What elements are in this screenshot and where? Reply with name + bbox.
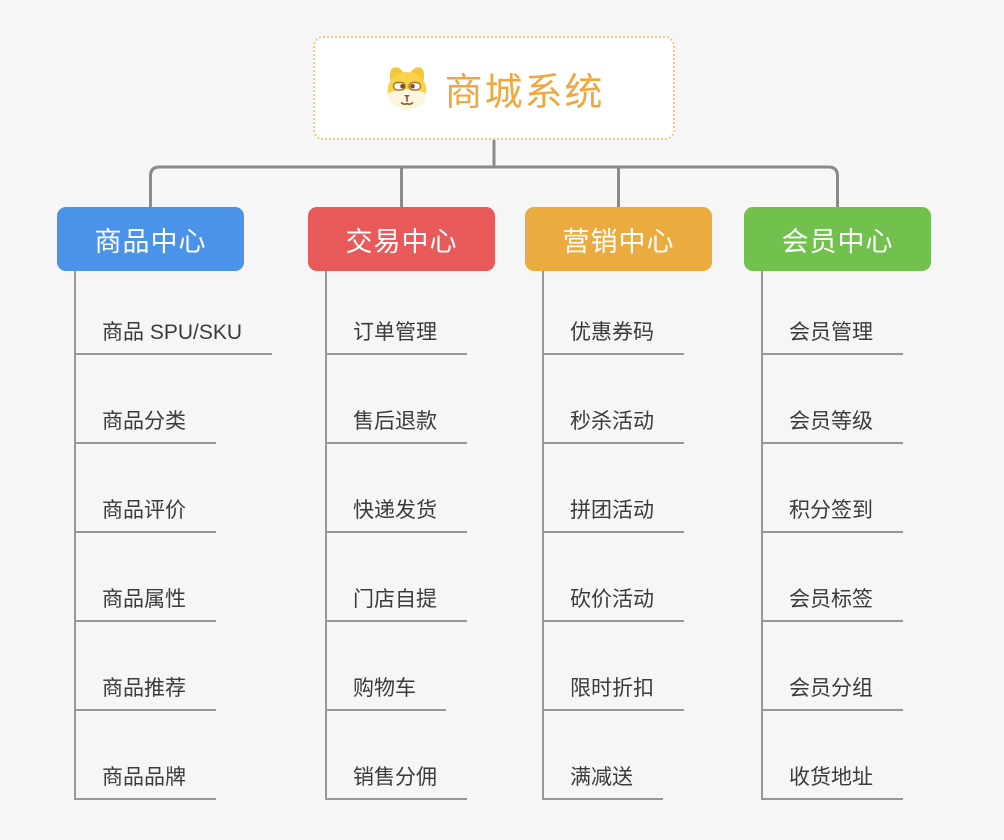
branch-label: 商品中心 <box>94 226 207 257</box>
branch-children-product-center: 商品 SPU/SKU 商品分类 商品评价 商品属性 商品推荐 商品品牌 <box>74 271 273 800</box>
leaf-topic[interactable]: 购物车 <box>325 672 446 711</box>
leaf-topic[interactable]: 会员标签 <box>761 583 903 622</box>
leaf-row: 收货地址 <box>761 711 903 800</box>
leaf-topic[interactable]: 收货地址 <box>761 761 903 800</box>
root-topic-title: 商城系统 <box>444 71 605 114</box>
leaf-row: 砍价活动 <box>542 533 684 622</box>
leaf-row: 销售分佣 <box>325 711 467 800</box>
leaf-topic[interactable]: 会员管理 <box>761 316 903 355</box>
leaf-row: 商品品牌 <box>74 711 216 800</box>
leaf-row: 优惠券码 <box>542 271 684 355</box>
leaf-topic[interactable]: 会员等级 <box>761 405 903 444</box>
leaf-row: 快递发货 <box>325 444 467 533</box>
branch-label: 交易中心 <box>345 226 458 257</box>
leaf-row: 秒杀活动 <box>542 355 684 444</box>
leaf-row: 商品分类 <box>74 355 216 444</box>
leaf-topic[interactable]: 订单管理 <box>325 316 467 355</box>
leaf-topic[interactable]: 快递发货 <box>325 494 467 533</box>
leaf-topic[interactable]: 商品品牌 <box>74 761 216 800</box>
leaf-row: 购物车 <box>325 622 446 711</box>
leaf-row: 商品 SPU/SKU <box>74 271 273 355</box>
root-topic[interactable]: 商城系统 <box>313 36 675 140</box>
leaf-row: 会员等级 <box>761 355 903 444</box>
leaf-row: 订单管理 <box>325 271 467 355</box>
leaf-topic[interactable]: 拼团活动 <box>542 494 684 533</box>
branch-children-trade-center: 订单管理 售后退款 快递发货 门店自提 购物车 销售分佣 <box>325 271 467 800</box>
leaf-topic[interactable]: 秒杀活动 <box>542 405 684 444</box>
leaf-topic[interactable]: 售后退款 <box>325 405 467 444</box>
leaf-row: 会员管理 <box>761 271 903 355</box>
leaf-topic[interactable]: 砍价活动 <box>542 583 684 622</box>
dog-face-icon <box>387 67 427 109</box>
branch-children-member-center: 会员管理 会员等级 积分签到 会员标签 会员分组 收货地址 <box>761 271 903 800</box>
leaf-topic[interactable]: 会员分组 <box>761 672 903 711</box>
leaf-topic[interactable]: 商品评价 <box>74 494 216 533</box>
leaf-row: 积分签到 <box>761 444 903 533</box>
leaf-row: 拼团活动 <box>542 444 684 533</box>
leaf-row: 商品属性 <box>74 533 216 622</box>
leaf-topic[interactable]: 商品属性 <box>74 583 216 622</box>
branch-bus-connector <box>149 165 839 212</box>
branch-header-product-center[interactable]: 商品中心 <box>57 207 244 271</box>
leaf-row: 满减送 <box>542 711 663 800</box>
leaf-row: 会员标签 <box>761 533 903 622</box>
branch-header-marketing-center[interactable]: 营销中心 <box>525 207 712 271</box>
leaf-row: 会员分组 <box>761 622 903 711</box>
leaf-row: 商品推荐 <box>74 622 216 711</box>
branch-header-member-center[interactable]: 会员中心 <box>744 207 931 271</box>
leaf-topic[interactable]: 商品推荐 <box>74 672 216 711</box>
leaf-topic[interactable]: 门店自提 <box>325 583 467 622</box>
leaf-topic[interactable]: 商品分类 <box>74 405 216 444</box>
leaf-topic[interactable]: 商品 SPU/SKU <box>74 316 273 355</box>
leaf-row: 售后退款 <box>325 355 467 444</box>
leaf-topic[interactable]: 销售分佣 <box>325 761 467 800</box>
branch-label: 营销中心 <box>562 226 675 257</box>
leaf-topic[interactable]: 优惠券码 <box>542 316 684 355</box>
leaf-row: 商品评价 <box>74 444 216 533</box>
leaf-row: 门店自提 <box>325 533 467 622</box>
leaf-topic[interactable]: 积分签到 <box>761 494 903 533</box>
leaf-topic[interactable]: 满减送 <box>542 761 663 800</box>
branch-children-marketing-center: 优惠券码 秒杀活动 拼团活动 砍价活动 限时折扣 满减送 <box>542 271 684 800</box>
leaf-row: 限时折扣 <box>542 622 684 711</box>
branch-label: 会员中心 <box>781 226 894 257</box>
leaf-topic[interactable]: 限时折扣 <box>542 672 684 711</box>
branch-header-trade-center[interactable]: 交易中心 <box>308 207 495 271</box>
